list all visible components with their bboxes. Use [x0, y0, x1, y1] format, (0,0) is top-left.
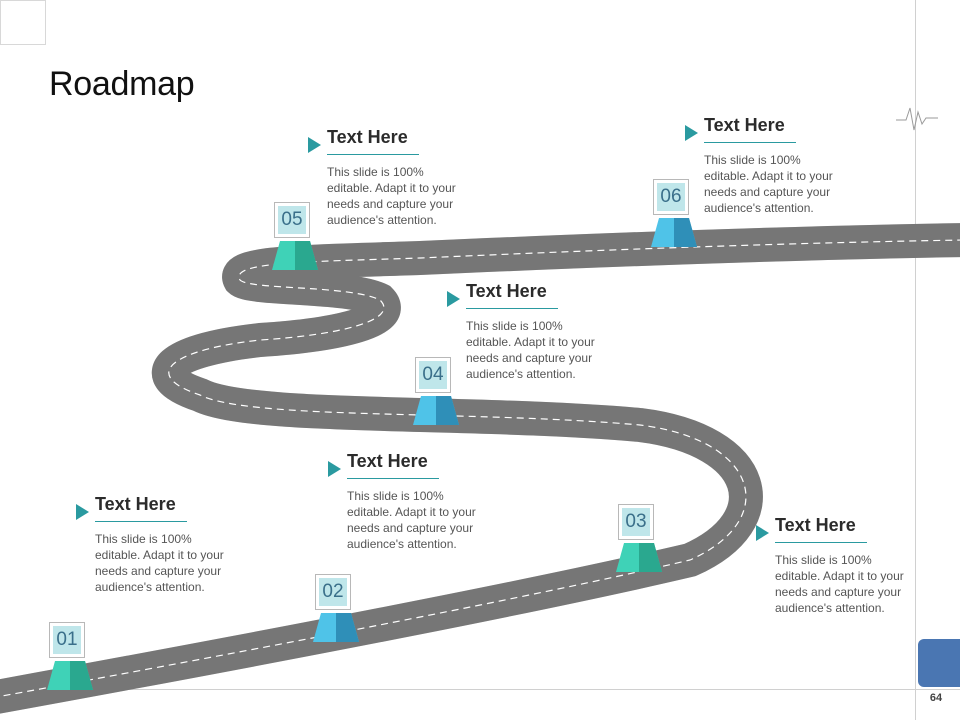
- corner-frame: [0, 0, 46, 45]
- callout-heading: Text Here: [327, 127, 408, 147]
- milestone-callout-03: Text Here This slide is 100% editable. A…: [756, 514, 915, 616]
- callout-body: This slide is 100% editable. Adapt it to…: [704, 153, 833, 215]
- squiggle-decoration: [896, 107, 938, 131]
- callout-body: This slide is 100% editable. Adapt it to…: [327, 165, 456, 227]
- callout-body: This slide is 100% editable. Adapt it to…: [466, 319, 595, 381]
- slide-tab: [918, 639, 960, 687]
- bottom-divider-line: [0, 689, 960, 690]
- triangle-pointer-icon: [685, 125, 698, 141]
- heading-underline: [704, 142, 796, 143]
- triangle-pointer-icon: [308, 137, 321, 153]
- callout-heading: Text Here: [775, 515, 856, 535]
- callout-body: This slide is 100% editable. Adapt it to…: [95, 532, 224, 594]
- triangle-pointer-icon: [76, 504, 89, 520]
- milestone-number: 03: [619, 505, 653, 539]
- milestone-number: 04: [416, 358, 450, 392]
- marker-pedestal: [47, 661, 93, 690]
- triangle-pointer-icon: [447, 291, 460, 307]
- callout-heading: Text Here: [95, 494, 176, 514]
- heading-underline: [327, 154, 419, 155]
- milestone-callout-05: Text Here This slide is 100% editable. A…: [308, 126, 467, 228]
- callout-heading: Text Here: [466, 281, 547, 301]
- callout-body: This slide is 100% editable. Adapt it to…: [347, 489, 476, 551]
- marker-pedestal: [651, 218, 697, 247]
- callout-heading: Text Here: [347, 451, 428, 471]
- marker-pedestal: [413, 396, 459, 425]
- heading-underline: [347, 478, 439, 479]
- milestone-callout-01: Text Here This slide is 100% editable. A…: [76, 493, 235, 595]
- callout-heading: Text Here: [704, 115, 785, 135]
- triangle-pointer-icon: [756, 525, 769, 541]
- milestone-callout-02: Text Here This slide is 100% editable. A…: [328, 450, 487, 552]
- triangle-pointer-icon: [328, 461, 341, 477]
- milestone-callout-06: Text Here This slide is 100% editable. A…: [685, 114, 844, 216]
- milestone-number: 01: [50, 623, 84, 657]
- callout-body: This slide is 100% editable. Adapt it to…: [775, 553, 904, 615]
- page-number: 64: [929, 692, 943, 704]
- right-divider-line: [915, 0, 916, 720]
- milestone-number: 06: [654, 180, 688, 214]
- milestone-number: 02: [316, 575, 350, 609]
- marker-pedestal: [616, 543, 662, 572]
- marker-pedestal: [272, 241, 318, 270]
- slide-title: Roadmap: [49, 65, 195, 103]
- heading-underline: [775, 542, 867, 543]
- heading-underline: [95, 521, 187, 522]
- milestone-callout-04: Text Here This slide is 100% editable. A…: [447, 280, 606, 382]
- marker-pedestal: [313, 613, 359, 642]
- heading-underline: [466, 308, 558, 309]
- milestone-number: 05: [275, 203, 309, 237]
